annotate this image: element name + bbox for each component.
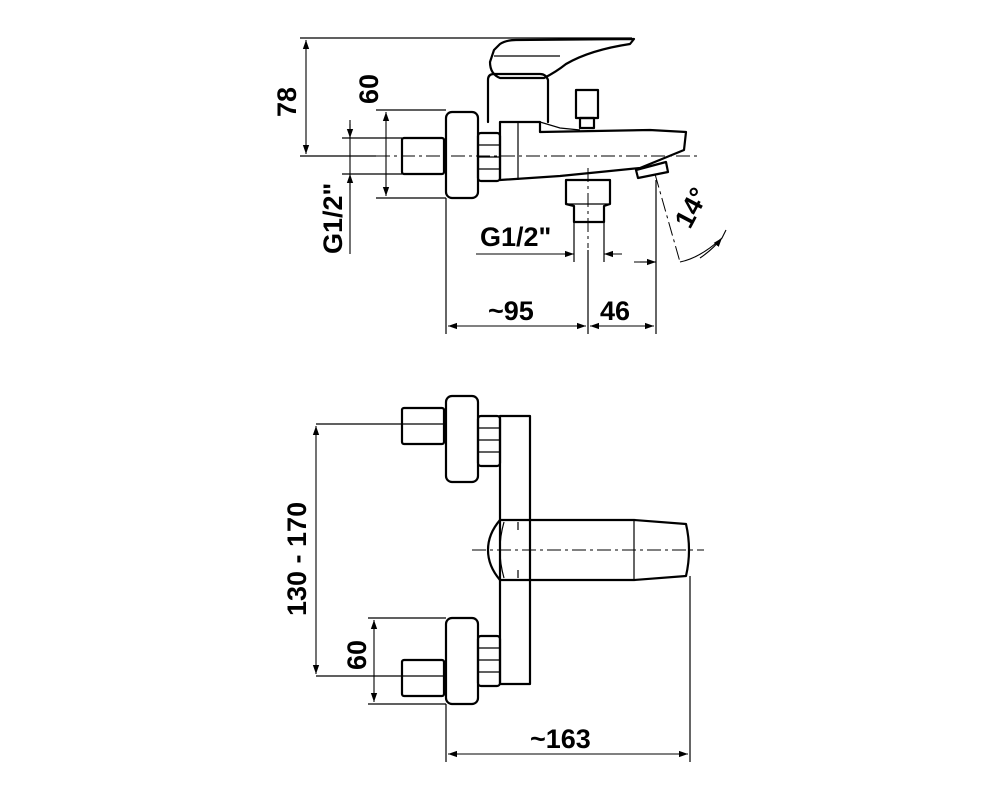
- angle-14-label: 14°: [669, 183, 715, 233]
- thread-left-label: G1/2": [318, 183, 348, 254]
- dim-95-label: ~95: [488, 296, 534, 326]
- dim-78-label: 78: [272, 87, 302, 117]
- side-body: [498, 120, 688, 182]
- dim-163-label: ~163: [530, 724, 591, 754]
- side-lever: [488, 37, 636, 80]
- top-lower-inlet: [400, 658, 446, 698]
- side-view: [300, 37, 727, 334]
- side-spout-tip: [634, 160, 670, 180]
- side-cartridge: [486, 72, 550, 124]
- dim-46-label: 46: [600, 296, 630, 326]
- dim-60-bottom-label: 60: [342, 640, 372, 670]
- dim-60-top-label: 60: [354, 74, 384, 104]
- top-view: [312, 394, 704, 762]
- side-diverter-knob: [574, 88, 600, 120]
- side-wall-flange: [444, 110, 480, 200]
- top-upper-inlet: [400, 406, 446, 446]
- thread-outlet-label: G1/2": [480, 222, 551, 252]
- top-upper-nut: [476, 414, 502, 468]
- dim-130-170-label: 130 - 170: [282, 502, 312, 616]
- top-lower-flange: [444, 616, 480, 706]
- top-spout: [486, 518, 691, 582]
- top-lower-nut: [476, 634, 502, 688]
- top-upper-flange: [444, 394, 480, 484]
